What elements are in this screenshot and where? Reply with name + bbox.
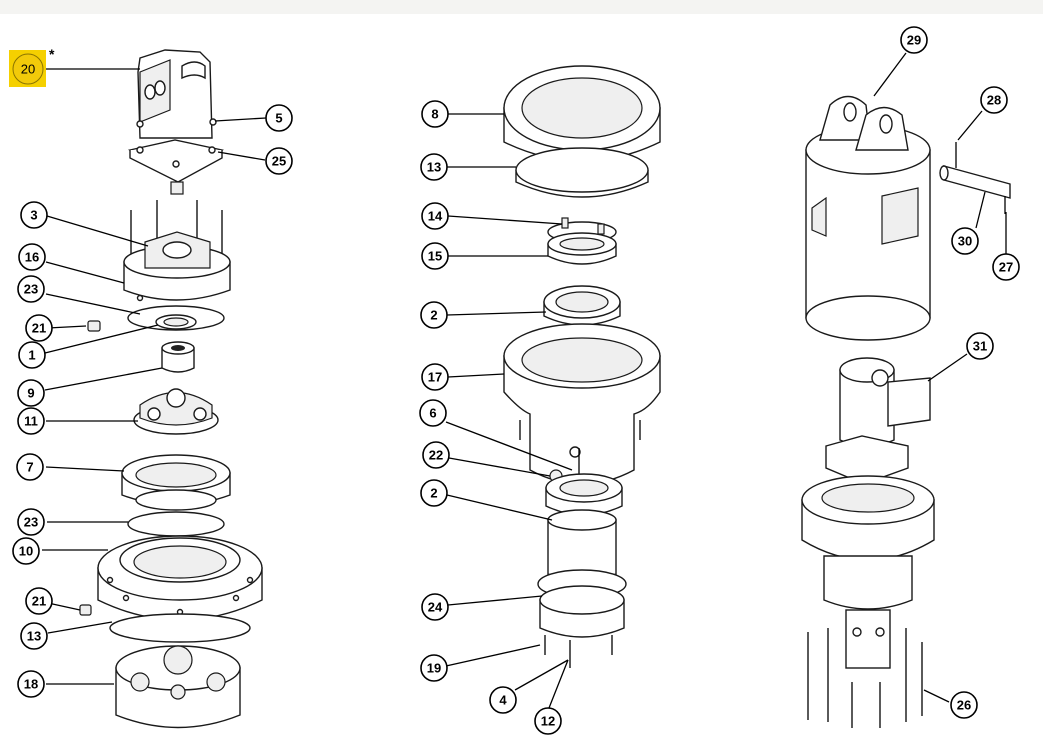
part-21-plug-a (87, 320, 101, 332)
part-10-flange (97, 535, 263, 621)
callout-21b-label: 21 (32, 594, 46, 609)
callout-13-a: 13 (20, 622, 48, 650)
part-31-drive-assembly (801, 357, 935, 669)
callout-14: 14 (421, 202, 449, 230)
callout-10-label: 10 (19, 544, 33, 559)
callout-2a-label: 2 (430, 308, 437, 323)
callout-15: 15 (421, 242, 449, 270)
part-24-seal (537, 569, 627, 668)
callout-11-label: 11 (24, 414, 38, 429)
callout-3: 3 (20, 201, 48, 229)
callout-31: 31 (966, 332, 994, 360)
callout-30-label: 30 (958, 234, 972, 249)
leader-lines (42, 52, 1007, 709)
part-2-bearing-b (545, 473, 623, 516)
callout-5: 5 (265, 104, 293, 132)
callout-26-label: 26 (957, 698, 971, 713)
callout-1: 1 (18, 341, 46, 369)
part-18-carrier (115, 645, 241, 729)
part-17-housing (503, 323, 661, 494)
part-7-ring-gear (121, 454, 231, 511)
part-15-spacer (547, 232, 617, 265)
part-23-seal-b (127, 511, 225, 537)
callout-26: 26 (950, 691, 978, 719)
part-13-seal-a (109, 613, 251, 643)
part-25-plate (127, 139, 224, 195)
top-band (0, 0, 1043, 14)
callout-16: 16 (18, 243, 46, 271)
callout-19-label: 19 (427, 661, 441, 676)
callout-9: 9 (17, 379, 45, 407)
callout-29: 29 (900, 26, 928, 54)
part-2-bearing-a (543, 285, 621, 326)
callout-10: 10 (12, 537, 40, 565)
callout-23b-label: 23 (24, 515, 38, 530)
callout-8-label: 8 (431, 107, 438, 122)
callout-27-label: 27 (999, 260, 1013, 275)
callout-22-label: 22 (429, 448, 443, 463)
callout-12: 12 (534, 707, 562, 735)
callout-23-a: 23 (17, 275, 45, 303)
callout-21-b: 21 (25, 587, 53, 615)
callout-17-label: 17 (428, 370, 442, 385)
callout-25: 25 (265, 147, 293, 175)
callout-14-label: 14 (428, 209, 443, 224)
callout-24: 24 (421, 593, 449, 621)
callout-4: 4 (489, 686, 517, 714)
callout-18-label: 18 (24, 677, 38, 692)
part-8-ring (503, 65, 661, 162)
callout-28-label: 28 (987, 93, 1001, 108)
part-11-planetary (133, 388, 219, 435)
callout-18: 18 (17, 670, 45, 698)
callout-27: 27 (992, 253, 1020, 281)
callout-7: 7 (16, 453, 44, 481)
callout-24-label: 24 (428, 600, 443, 615)
callout-30: 30 (951, 227, 979, 255)
callout-1-label: 1 (28, 348, 35, 363)
callout-28: 28 (980, 86, 1008, 114)
callout-22: 22 (422, 441, 450, 469)
callout-17: 17 (421, 363, 449, 391)
callout-31-label: 31 (973, 339, 987, 354)
part-21-plug-b (79, 604, 92, 616)
callout-29-label: 29 (907, 33, 921, 48)
callout-16-label: 16 (25, 250, 39, 265)
callout-6-label: 6 (429, 406, 436, 421)
callout-25-label: 25 (272, 154, 286, 169)
callout-4-label: 4 (499, 693, 507, 708)
callout-23-b: 23 (17, 508, 45, 536)
callout-5-label: 5 (275, 111, 282, 126)
part-26-bolts (807, 628, 923, 728)
callout-20-label: 20 (21, 62, 35, 77)
callout-7-label: 7 (26, 460, 33, 475)
callout-21a-label: 21 (32, 321, 46, 336)
callout-21-a: 21 (25, 314, 53, 342)
callout-13a-label: 13 (27, 629, 41, 644)
part-13-seal-b (515, 147, 649, 198)
part-16-housing (123, 200, 231, 302)
callout-23a-label: 23 (24, 282, 38, 297)
callout-2b-label: 2 (430, 486, 437, 501)
callout-3-label: 3 (30, 208, 37, 223)
callout-12-label: 12 (541, 714, 555, 729)
callout-20: 20 * (9, 46, 55, 87)
callout-19: 19 (420, 654, 448, 682)
callout-6: 6 (419, 399, 447, 427)
callout-15-label: 15 (428, 249, 442, 264)
callout-13b-label: 13 (427, 160, 441, 175)
part-20-motor (136, 49, 217, 139)
callout-2-a: 2 (420, 301, 448, 329)
callout-8: 8 (421, 100, 449, 128)
callout-2-b: 2 (420, 479, 448, 507)
callout-9-label: 9 (27, 386, 34, 401)
callout-13-b: 13 (420, 153, 448, 181)
callout-20-asterisk: * (49, 46, 55, 62)
part-23-1-rings (127, 305, 225, 331)
part-9-bushing (161, 341, 195, 373)
callout-11: 11 (17, 407, 45, 435)
part-30-pin (939, 142, 1011, 214)
part-29-cover (805, 95, 931, 341)
